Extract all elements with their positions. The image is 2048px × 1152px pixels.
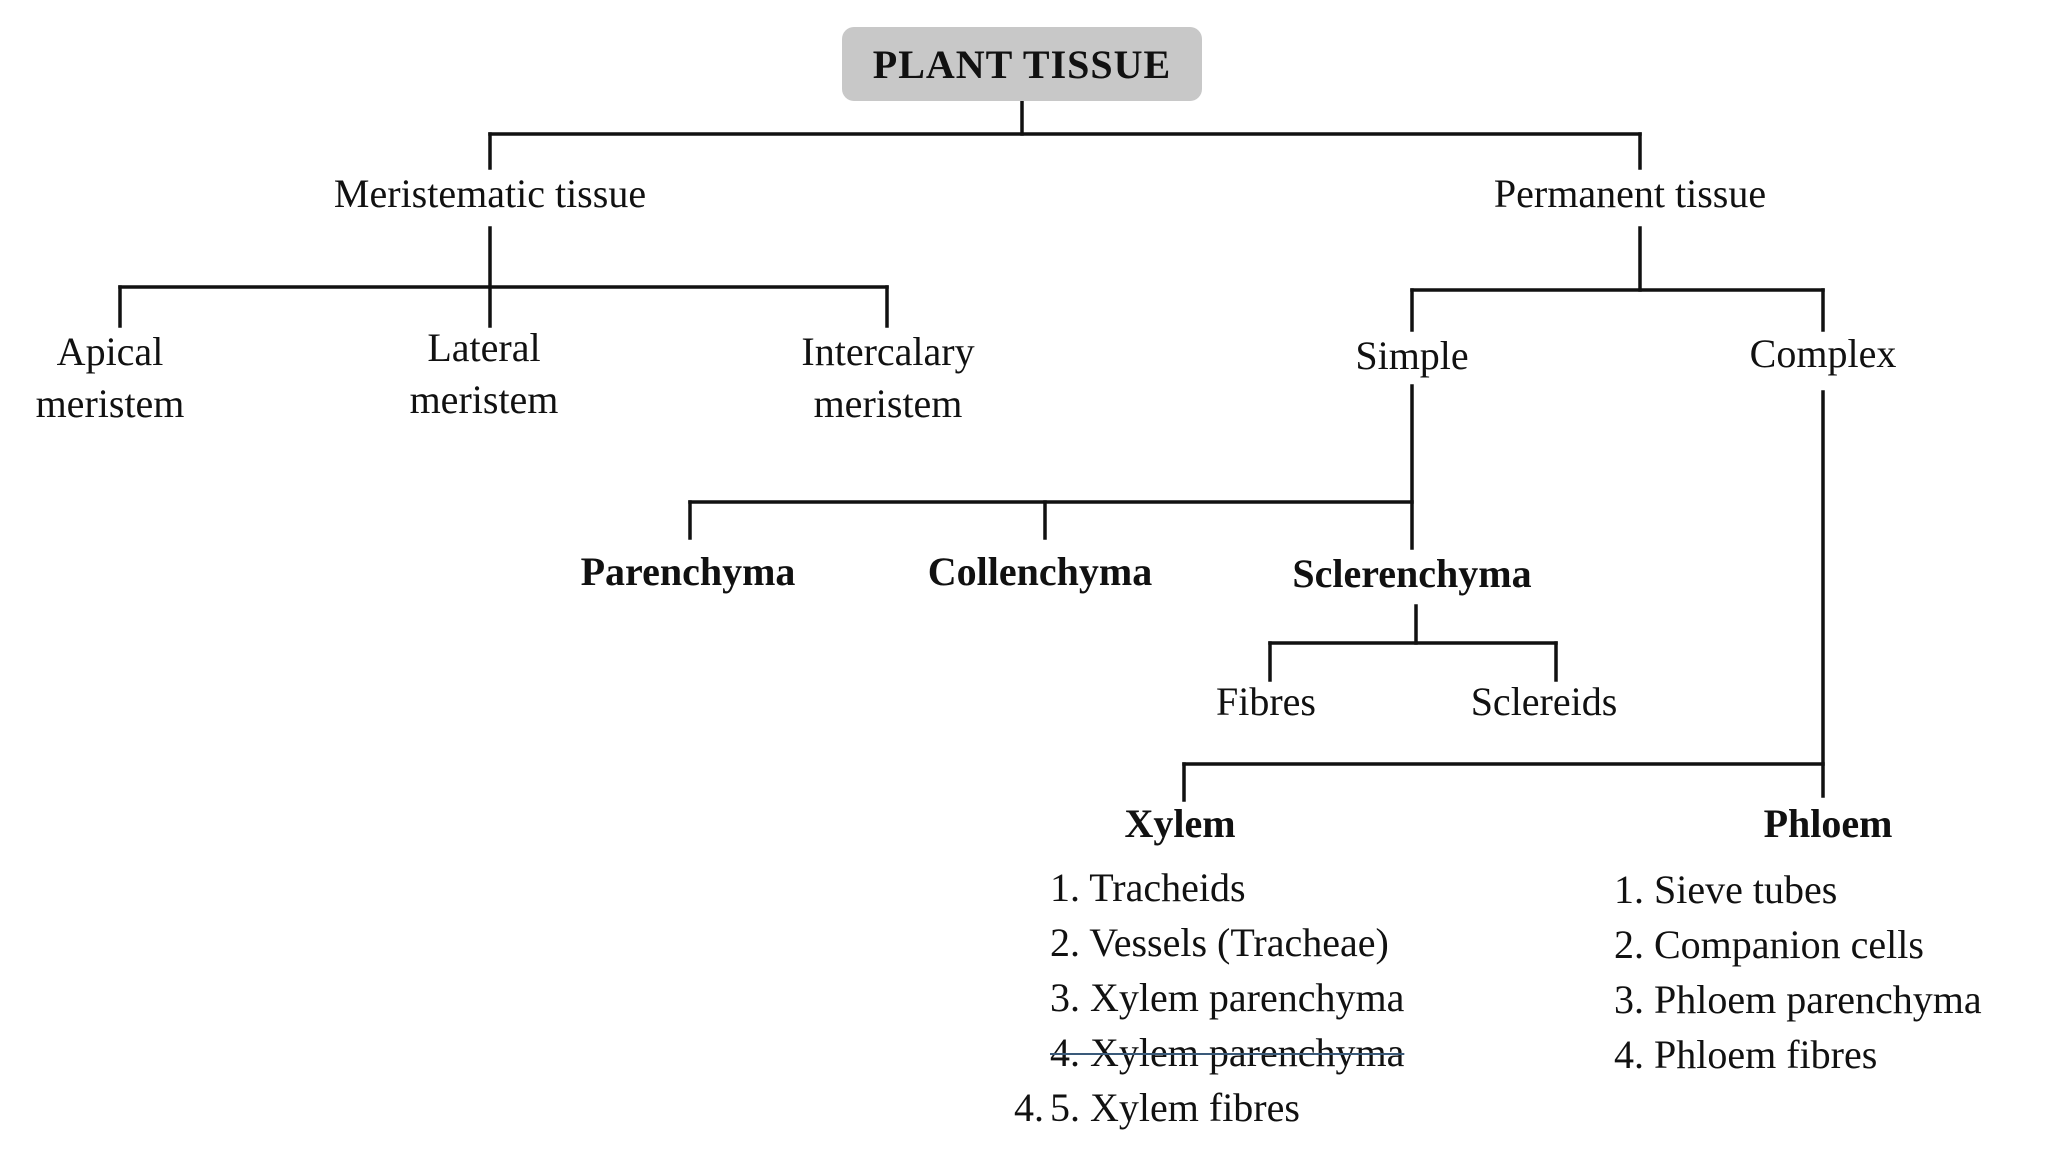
phloem-components-list: 1. Sieve tubes 2. Companion cells 3. Phl… [1614,862,1982,1082]
node-permanent-tissue: Permanent tissue [1493,171,1767,216]
node-phloem: Phloem [1763,801,1893,846]
phloem-item-sieve-tubes: 1. Sieve tubes [1614,867,1838,912]
lateral-line-1: Lateral [427,325,541,370]
phloem-item-parenchyma: 3. Phloem parenchyma [1614,977,1982,1022]
xylem-item-struck-duplicate: 4. Xylem parenchyma [1050,1030,1405,1075]
node-meristematic-tissue: Meristematic tissue [333,171,647,216]
apical-line-2: meristem [35,381,185,426]
root-node-plant-tissue: PLANT TISSUE [842,27,1202,101]
node-fibres: Fibres [1216,679,1316,724]
node-parenchyma: Parenchyma [580,549,796,594]
apical-line-1: Apical [56,329,164,374]
handwritten-correction-mark: 4. [1014,1085,1044,1130]
xylem-item-parenchyma: 3. Xylem parenchyma [1050,975,1405,1020]
phloem-item-companion-cells: 2. Companion cells [1614,922,1924,967]
node-sclereids: Sclereids [1470,679,1618,724]
node-simple: Simple [1355,333,1469,378]
xylem-item-vessels: 2. Vessels (Tracheae) [1050,920,1389,965]
node-complex: Complex [1749,331,1897,376]
node-intercalary-meristem: Intercalary meristem [801,326,974,430]
lateral-line-2: meristem [409,377,559,422]
xylem-item-fibres: 5. Xylem fibres [1050,1085,1300,1130]
intercalary-line-1: Intercalary [801,329,975,374]
xylem-item-tracheids: 1. Tracheids [1050,865,1246,910]
node-sclerenchyma: Sclerenchyma [1292,551,1532,596]
intercalary-line-2: meristem [813,381,963,426]
node-apical-meristem: Apical meristem [36,326,185,430]
node-xylem: Xylem [1124,801,1236,846]
xylem-components-list: 1. Tracheids 2. Vessels (Tracheae) 3. Xy… [1050,860,1404,1135]
node-lateral-meristem: Lateral meristem [410,322,559,426]
phloem-item-fibres: 4. Phloem fibres [1614,1032,1878,1077]
node-collenchyma: Collenchyma [927,549,1153,594]
